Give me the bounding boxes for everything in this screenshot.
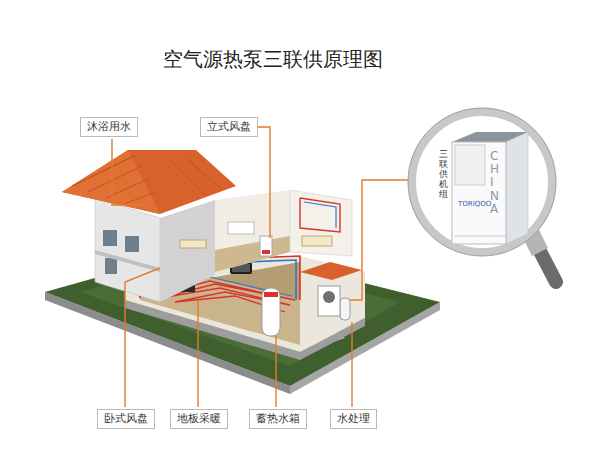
callout-text: 卧式风盘 [104,412,148,426]
callout-box: 立式风盘 [200,117,258,137]
callout-box: 卧式风盘 [97,409,155,429]
callout-box: 地板采暖 [170,409,228,429]
callout-box: 沐浴用水 [80,117,138,137]
diagram-title: 空气源热泵三联供原理图 [163,46,383,73]
unit-logo: TORIQOO [458,200,491,208]
callout-text: 水处理 [337,412,370,426]
callout-box: 蓄热水箱 [249,409,307,429]
callout-box: 水处理 [330,409,377,429]
unit-brand-mark: CHINA [490,150,502,216]
unit-label: 三联供机组 [439,150,448,199]
callout-text: 立式风盘 [207,120,251,134]
callout-text: 蓄热水箱 [256,412,300,426]
callout-text: 沐浴用水 [87,120,131,134]
callout-text: 地板采暖 [177,412,221,426]
